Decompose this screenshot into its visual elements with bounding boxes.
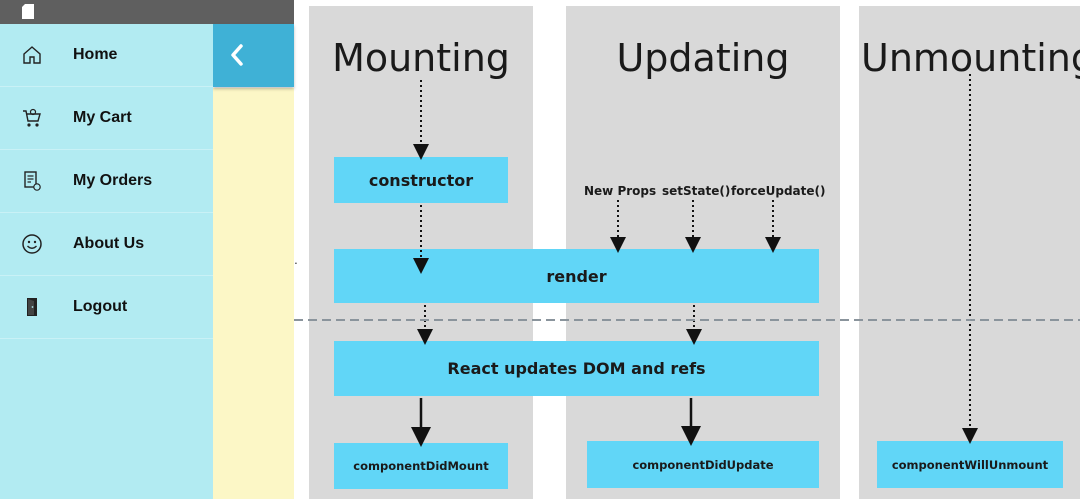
component-did-update-box: componentDidUpdate (587, 441, 819, 488)
menu-label-logout: Logout (73, 298, 128, 315)
mounting-title: Mounting (332, 36, 510, 80)
home-icon (21, 44, 43, 66)
logout-door-icon (21, 296, 43, 318)
menu-label-my-orders: My Orders (73, 172, 153, 189)
menu-item-home[interactable]: Home (0, 24, 213, 87)
orders-icon (21, 170, 43, 192)
sd-card-icon (22, 4, 34, 19)
menu-item-my-cart[interactable]: My Cart (0, 87, 213, 150)
drawer-back-button[interactable] (213, 24, 294, 87)
trigger-set-state: setState() (662, 184, 731, 198)
component-did-mount-box: componentDidMount (334, 443, 508, 489)
component-will-unmount-box: componentWillUnmount (877, 441, 1063, 488)
menu-item-my-orders[interactable]: My Orders (0, 150, 213, 213)
cart-icon (21, 107, 43, 129)
trigger-force-update: forceUpdate() (731, 184, 826, 198)
constructor-box: constructor (334, 157, 508, 203)
menu-item-logout[interactable]: Logout (0, 276, 213, 339)
trigger-new-props: New Props (584, 184, 657, 198)
menu-label-about-us: About Us (73, 235, 145, 252)
smiley-icon (21, 233, 43, 255)
updating-title: Updating (616, 36, 790, 80)
unmounting-title: Unmounting (861, 36, 1080, 80)
menu-label-my-cart: My Cart (73, 109, 132, 126)
navigation-drawer: Home My Cart My Orders About Us Logout (0, 24, 213, 499)
menu-item-about-us[interactable]: About Us (0, 213, 213, 276)
content-area (213, 88, 294, 499)
menu-label-home: Home (73, 46, 118, 63)
unmounting-column: Unmounting (859, 6, 1080, 499)
status-bar (0, 0, 294, 24)
chevron-left-icon (231, 44, 243, 66)
react-updates-box: React updates DOM and refs (334, 341, 819, 396)
